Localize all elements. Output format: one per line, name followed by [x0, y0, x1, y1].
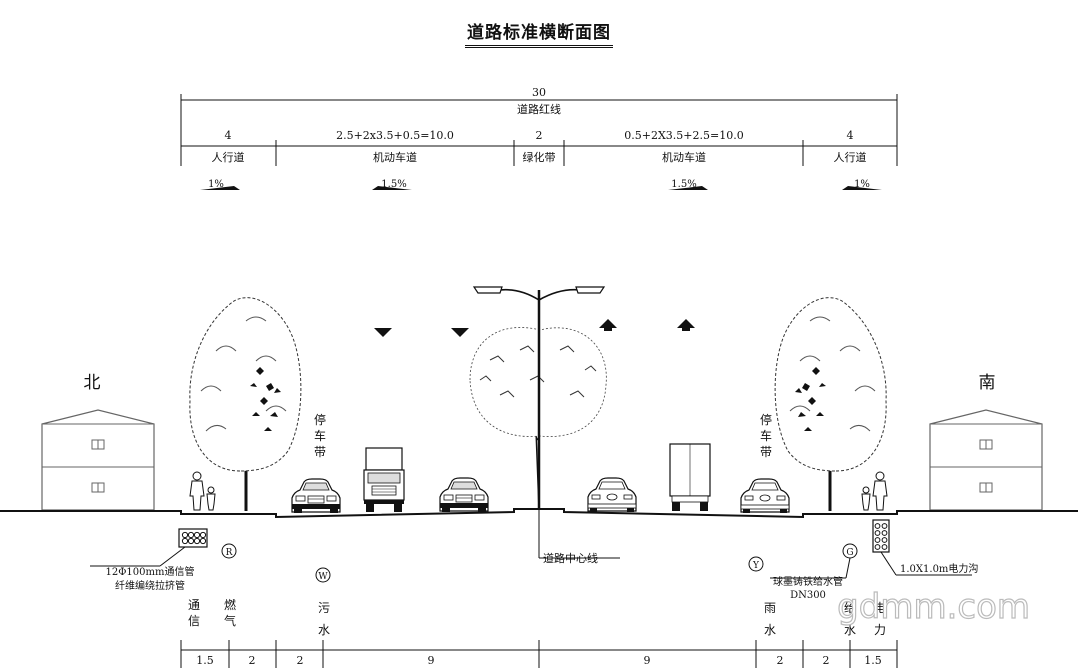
- dimension-segments: 4 2.5+2x3.5+0.5=10.0 2 0.5+2X3.5+2.5=10.…: [180, 129, 898, 166]
- segment-label: 机动车道: [373, 150, 417, 164]
- svg-text:水: 水: [844, 623, 856, 637]
- svg-text:1.5%: 1.5%: [671, 179, 696, 190]
- svg-text:车: 车: [314, 428, 326, 443]
- centerline-label: 道路中心线: [543, 551, 598, 565]
- drawing-title: 道路标准横断面图: [0, 18, 1078, 48]
- bottom-dim: 2: [777, 654, 784, 667]
- total-width-label: 30: [532, 86, 546, 99]
- arrow-up-icon: [677, 319, 695, 331]
- svg-text:1%: 1%: [854, 179, 870, 190]
- bottom-dim: 1.5: [864, 654, 882, 667]
- comm-conduit-bank: 12Φ100mm通信管 纤维编绕拉挤管: [90, 528, 208, 592]
- segment-width: 0.5+2X3.5+2.5=10.0: [624, 129, 743, 142]
- svg-text:通: 通: [188, 598, 200, 612]
- power-trench: 1.0X1.0m电力沟: [872, 519, 978, 576]
- svg-text:燃: 燃: [224, 597, 236, 612]
- utility-label-power: 电 力: [874, 601, 886, 637]
- comm-conduit-note: 12Φ100mm通信管: [106, 565, 195, 578]
- segment-width: 4: [225, 129, 232, 142]
- bottom-dimensions: 1.5 2 2 9 9 2 2 1.5: [180, 640, 898, 668]
- arrow-up-icon: [599, 319, 617, 331]
- svg-text:1%: 1%: [208, 179, 224, 190]
- car-south-1: [587, 477, 637, 513]
- utility-label-sewage: 污 水: [318, 601, 330, 637]
- svg-text:水: 水: [318, 623, 330, 637]
- segment-label: 绿化带: [523, 150, 556, 164]
- bottom-dim: 9: [644, 654, 651, 667]
- svg-text:信: 信: [188, 614, 200, 628]
- dimension-total: 30 道路红线: [180, 86, 898, 140]
- svg-text:给: 给: [844, 601, 856, 615]
- building-south: [929, 409, 1043, 511]
- utility-label-rain: 雨 水: [764, 601, 776, 637]
- pedestrians-north: [189, 471, 216, 511]
- parking-label-north: 停 车 带: [314, 412, 326, 459]
- segment-width: 4: [847, 129, 854, 142]
- street-tree-south: [773, 296, 888, 513]
- segment-label: 机动车道: [662, 150, 706, 164]
- arrow-down-icon: [374, 328, 392, 337]
- slope-marker: 1.5%: [668, 179, 708, 190]
- svg-text:停: 停: [760, 412, 772, 427]
- svg-text:水: 水: [764, 623, 776, 637]
- truck-south: [669, 443, 711, 511]
- bottom-dim: 1.5: [196, 654, 214, 667]
- svg-text:1.5%: 1.5%: [381, 179, 406, 190]
- truck-north: [363, 447, 405, 512]
- slope-marker: 1%: [842, 179, 882, 190]
- road-centerline: 道路中心线: [538, 509, 620, 565]
- segment-width: 2: [536, 129, 543, 142]
- slope-markers: 1% 1.5% 1.5% 1%: [200, 179, 882, 190]
- svg-text:Y: Y: [752, 561, 760, 571]
- svg-text:W: W: [318, 572, 328, 582]
- utility-label-water: 给 水: [844, 601, 856, 637]
- pedestrians-south: [861, 471, 888, 511]
- power-trench-note: 1.0X1.0m电力沟: [900, 562, 978, 575]
- slope-marker: 1%: [200, 179, 240, 190]
- utility-label-comm: 通 信: [188, 598, 200, 628]
- street-lamp: [472, 286, 606, 509]
- segment-label: 人行道: [212, 150, 245, 164]
- north-label: 北: [84, 373, 101, 393]
- svg-text:带: 带: [314, 445, 326, 459]
- arrow-down-icon: [451, 328, 469, 337]
- car-south-2: [740, 478, 790, 514]
- watermark: gdmm.com: [837, 587, 1030, 627]
- bottom-dim: 2: [823, 654, 830, 667]
- svg-text:雨: 雨: [764, 601, 776, 615]
- svg-text:G: G: [846, 548, 853, 558]
- car-north-2: [439, 477, 489, 513]
- bottom-dim: 2: [297, 654, 304, 667]
- comm-conduit-note: 纤维编绕拉挤管: [115, 579, 185, 592]
- red-line-label: 道路红线: [517, 102, 561, 116]
- water-pipe-note: DN300: [790, 590, 826, 601]
- slope-marker: 1.5%: [372, 179, 412, 190]
- svg-text:气: 气: [224, 613, 236, 628]
- direction-arrows: [374, 319, 695, 337]
- svg-text:污: 污: [318, 601, 330, 615]
- svg-text:停: 停: [314, 412, 326, 427]
- segment-width: 2.5+2x3.5+0.5=10.0: [336, 129, 454, 142]
- svg-text:R: R: [226, 548, 233, 558]
- building-north: [41, 409, 155, 511]
- bottom-dim: 2: [249, 654, 256, 667]
- utility-label-gas: 燃 气: [224, 597, 236, 628]
- svg-text:力: 力: [874, 623, 886, 637]
- south-label: 南: [979, 373, 996, 393]
- utility-symbol-gas: R: [221, 543, 237, 559]
- bottom-dim: 9: [428, 654, 435, 667]
- car-north-1: [291, 478, 341, 514]
- utility-symbol-sewage: W: [315, 567, 331, 583]
- parking-label-south: 停 车 带: [760, 412, 772, 459]
- utility-symbol-rain: Y: [748, 556, 764, 572]
- street-tree-north: [188, 296, 303, 513]
- svg-text:车: 车: [760, 428, 772, 443]
- water-pipe-note: 球墨铸铁给水管: [773, 575, 843, 588]
- segment-label: 人行道: [834, 150, 867, 164]
- utility-symbol-water: G: [770, 543, 858, 579]
- svg-text:电: 电: [874, 601, 886, 615]
- svg-text:带: 带: [760, 445, 772, 459]
